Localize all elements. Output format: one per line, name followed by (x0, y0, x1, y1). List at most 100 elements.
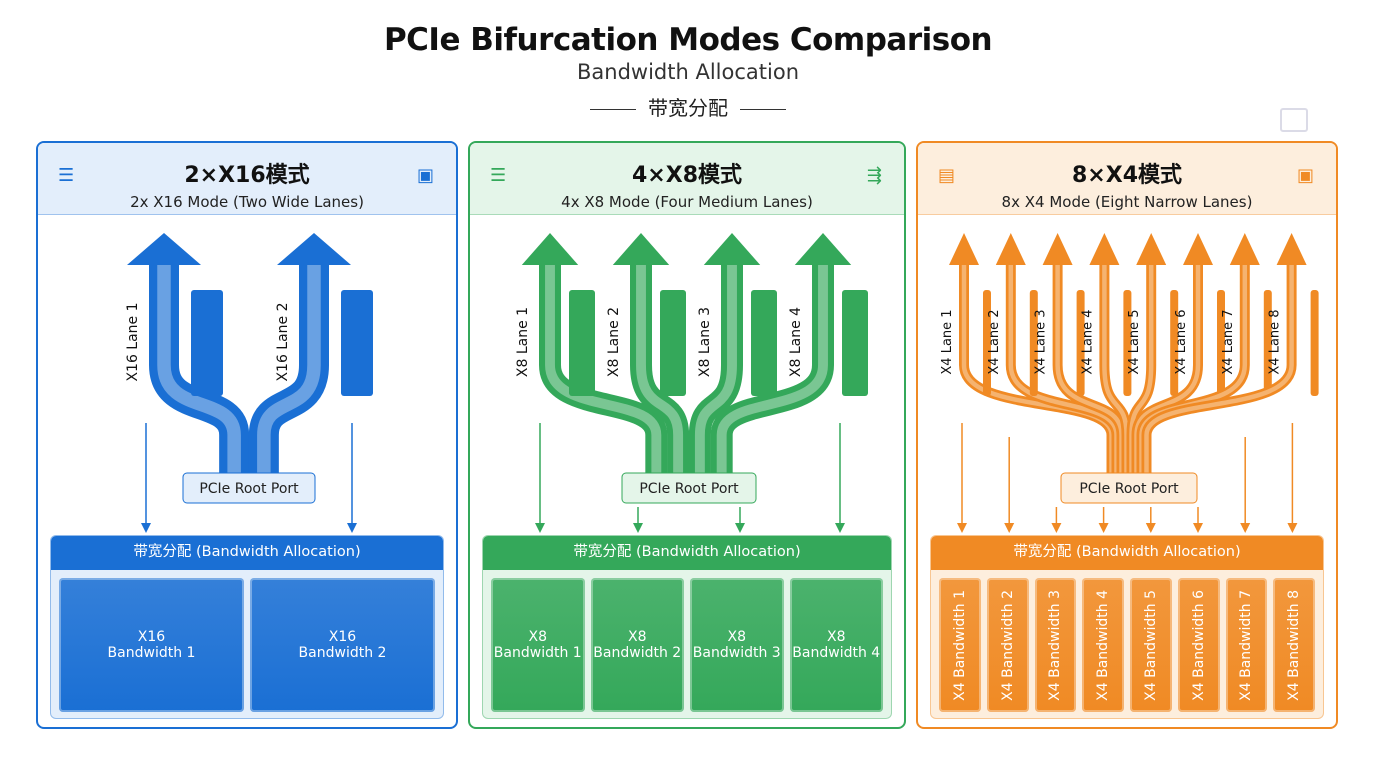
panel-subtitle: 2x X16 Mode (Two Wide Lanes) (130, 193, 364, 211)
lane-arrow-highlight (1129, 257, 1154, 477)
lane-arrow-body (630, 257, 690, 477)
down-arrow-head (735, 523, 745, 533)
lane-slot (983, 290, 991, 396)
lane-arrow-body (248, 257, 329, 477)
lane-label: X8 Lane 2 (606, 307, 622, 377)
mode-panel-1: ☰ 2×X16模式 2x X16 Mode (Two Wide Lanes) ▣… (36, 141, 458, 729)
down-arrow-head (1287, 523, 1298, 533)
lane-arrow-head (949, 233, 979, 265)
lane-arrow-highlight (257, 257, 321, 477)
mode-panel-3: ▤ 8×X4模式 8x X4 Mode (Eight Narrow Lanes)… (916, 141, 1338, 729)
lane-label: X8 Lane 4 (788, 307, 804, 377)
lane-arrow-highlight (694, 257, 737, 477)
root-port-box (621, 472, 757, 504)
panel-subtitle: 8x X4 Mode (Eight Narrow Lanes) (1001, 193, 1253, 211)
lane-slot (751, 290, 777, 396)
down-arrow-head (1051, 523, 1062, 533)
lane-label: X16 Lane 1 (125, 302, 141, 381)
lane-arrow-body (1052, 257, 1127, 477)
lane-slot (1263, 290, 1272, 396)
lane-arrow-body (688, 257, 743, 477)
bandwidth-block: X4 Bandwidth 1 (939, 578, 981, 712)
lane-label: X4 Lane 3 (1034, 309, 1049, 374)
lane-arrow-highlight (716, 257, 828, 477)
bandwidth-label: Bandwidth 1 (493, 645, 582, 661)
lane-arrow-body (1099, 257, 1132, 477)
bandwidth-block: X4 Bandwidth 8 (1273, 578, 1315, 712)
lane-arrow-head (1089, 233, 1120, 265)
down-arrow-head (633, 523, 643, 533)
page-title: PCIe Bifurcation Modes Comparison (383, 22, 993, 58)
lane-arrow-head (1183, 233, 1213, 265)
bandwidth-label: X4 Bandwidth 4 (1095, 589, 1112, 701)
lane-arrow-body (1005, 257, 1122, 477)
bandwidth-label: X4 Bandwidth 6 (1190, 589, 1207, 701)
sliders-icon: ☰ (490, 165, 507, 186)
lane-arrow-head (127, 233, 201, 265)
page-subtitle: Bandwidth Allocation (577, 60, 799, 84)
lane-slot (660, 290, 686, 396)
lane-arrow-highlight (1008, 257, 1119, 477)
panel-title: 4×X8模式 (631, 163, 742, 188)
lane-arrow-body (1131, 257, 1203, 477)
root-port-label: PCIe Root Port (1079, 481, 1179, 497)
panel-header: ☰ 2×X16模式 2x X16 Mode (Two Wide Lanes) ▣ (38, 143, 456, 215)
bandwidth-block: X4 Bandwidth 2 (986, 578, 1029, 712)
panel-header: ▤ 8×X4模式 8x X4 Mode (Eight Narrow Lanes)… (918, 143, 1336, 215)
lane-arrow-highlight (1144, 257, 1294, 477)
root-port-box (182, 472, 316, 504)
lane-label: X4 Lane 1 (940, 309, 955, 374)
bandwidth-width: X8 (627, 629, 647, 645)
down-arrow-head (1098, 523, 1109, 533)
lane-slot (1170, 290, 1179, 396)
root-port-label: PCIe Root Port (199, 481, 299, 497)
lane-label: X4 Lane 8 (1268, 309, 1283, 374)
lane-label: X4 Lane 6 (1174, 309, 1189, 374)
lane-arrow-head (277, 233, 351, 265)
lane-slot (191, 290, 223, 396)
lane-arrow-highlight (1102, 257, 1129, 477)
root-port-box (1060, 472, 1198, 504)
bandwidth-label: X4 Bandwidth 5 (1142, 589, 1159, 701)
lane-slot (1123, 290, 1132, 396)
lane-arrow-head (995, 233, 1026, 265)
lane-label: X4 Lane 7 (1221, 309, 1236, 374)
mode-panel-2: ☰ 4×X8模式 4x X8 Mode (Four Medium Lanes) … (468, 141, 906, 729)
lane-arrow-highlight (961, 257, 1114, 477)
lane-slot (1029, 290, 1038, 396)
down-arrow-head (141, 523, 151, 533)
panel-title: 8×X4模式 (1071, 163, 1182, 188)
down-arrow-head (957, 523, 967, 533)
lane-arrow-head (1276, 233, 1307, 265)
bandwidth-allocation-title: 带宽分配 (Bandwidth Allocation) (51, 536, 443, 570)
bandwidth-block: X4 Bandwidth 3 (1034, 578, 1077, 712)
bandwidth-allocation-title: 带宽分配 (Bandwidth Allocation) (483, 536, 891, 570)
lane-arrow-highlight (545, 257, 662, 477)
bandwidth-block: X4 Bandwidth 6 (1177, 578, 1220, 712)
subtitle-cn-text: 带宽分配 (648, 96, 728, 120)
down-arrow-head (535, 523, 545, 533)
lane-slot (1076, 290, 1085, 396)
bandwidth-allocation: 带宽分配 (Bandwidth Allocation) X4 Bandwidth… (930, 535, 1324, 719)
lane-arrow-highlight (636, 257, 684, 477)
bandwidth-label: Bandwidth 2 (593, 645, 682, 661)
card-icon: ▤ (938, 165, 956, 186)
down-arrow-head (1004, 523, 1015, 533)
bandwidth-label: Bandwidth 4 (792, 645, 881, 661)
lane-arrow-head (521, 233, 579, 265)
lane-arrow-highlight (157, 257, 241, 477)
root-port-label: PCIe Root Port (639, 481, 739, 497)
lane-arrow-body (149, 257, 250, 477)
lane-label: X8 Lane 1 (515, 307, 531, 377)
bandwidth-label: Bandwidth 1 (107, 645, 196, 661)
bandwidth-width: X16 (328, 629, 357, 645)
